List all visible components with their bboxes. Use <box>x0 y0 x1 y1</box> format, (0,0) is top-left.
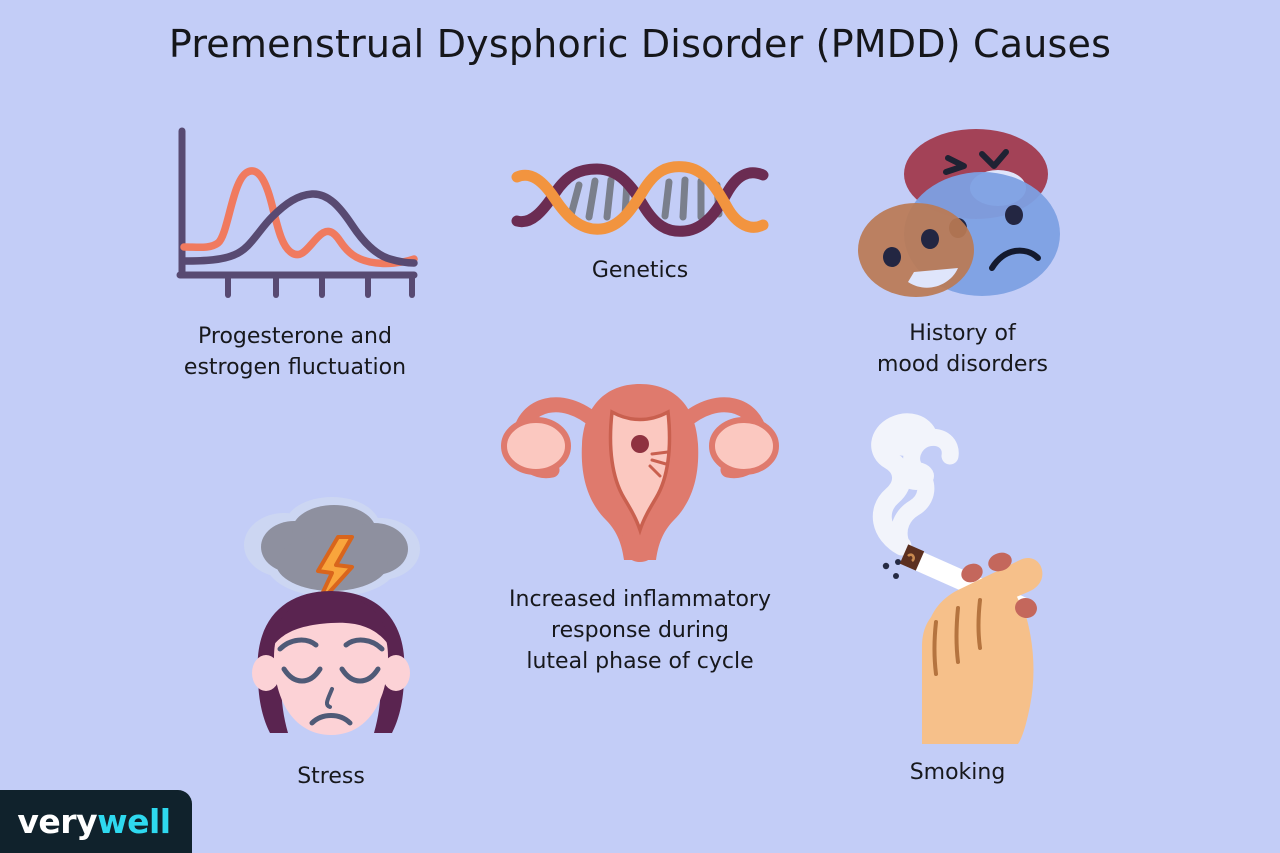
cause-item-hormones: Progesterone and estrogen fluctuation <box>150 125 440 383</box>
cause-caption-mood-disorders: History of mood disorders <box>877 321 1048 378</box>
ash-specks-icon <box>882 559 901 579</box>
logo-text-very: very <box>17 802 98 841</box>
cause-caption-hormones: Progesterone and estrogen fluctuation <box>183 324 407 381</box>
happy-face-icon <box>857 203 974 297</box>
cause-item-inflammation: Increased inflammatory response during l… <box>485 370 795 678</box>
logo-text-well: well <box>97 802 171 841</box>
verywell-logo[interactable]: verywell <box>0 790 192 853</box>
inflammation-spot <box>631 435 649 453</box>
cause-caption-inflammation: Increased inflammatory response during l… <box>509 587 771 675</box>
cause-item-stress: Stress <box>222 497 440 792</box>
uterus-icon <box>501 384 779 562</box>
cause-item-mood-disorders: History of mood disorders <box>845 122 1080 380</box>
cause-caption-stress: Stress <box>297 764 365 789</box>
face-icon <box>274 601 388 735</box>
lightning-bolt-icon <box>314 535 354 609</box>
mood-faces-icon <box>857 129 1060 297</box>
hormone-curve-chart-icon <box>176 127 418 298</box>
cause-item-genetics: Genetics <box>495 155 785 286</box>
smoke-icon <box>871 413 959 556</box>
fingernail-icon <box>961 552 1037 619</box>
cause-caption-genetics: Genetics <box>591 258 689 283</box>
stressed-face-storm-cloud-icon <box>244 497 420 735</box>
cause-item-smoking: Smoking <box>845 410 1070 788</box>
page-title: Premenstrual Dysphoric Disorder (PMDD) C… <box>168 22 1112 66</box>
hand-holding-cigarette-icon <box>871 413 1043 744</box>
dna-helix-icon <box>511 161 769 237</box>
cause-caption-smoking: Smoking <box>909 760 1006 785</box>
finger-lines <box>932 598 982 676</box>
